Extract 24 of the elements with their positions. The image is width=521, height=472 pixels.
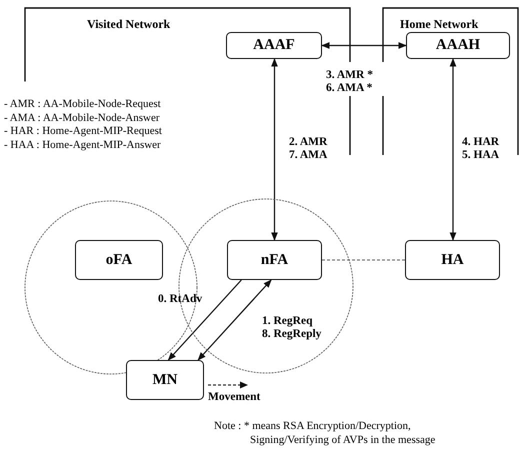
movement-label: Movement: [208, 391, 260, 404]
entity-box: AAAH: [406, 32, 510, 59]
abbreviation-definition: - AMR : AA-Mobile-Node-Request: [4, 98, 162, 112]
network-title: Home Network: [400, 17, 478, 32]
entity-box: nFA: [227, 240, 322, 280]
arrow: [198, 279, 272, 361]
entity-box: AAAF: [226, 32, 322, 59]
abbreviation-definition: - HAA : Home-Agent-MIP-Answer: [4, 138, 162, 152]
entity-box: HA: [405, 240, 500, 280]
footnote: Note : * means RSA Encryption/Decryption, Signing/Verifying of AVPs in the message: [214, 419, 436, 447]
edge-label: 4. HAR 5. HAA: [462, 136, 500, 162]
entity-box: MN: [126, 360, 204, 400]
arrow: [168, 280, 242, 361]
arrow: [321, 42, 407, 49]
arrow: [271, 58, 278, 241]
abbreviation-definition: - HAR : Home-Agent-MIP-Request: [4, 125, 162, 138]
edge-label: 1. RegReq 8. RegReply: [262, 315, 322, 341]
entity-box: oFA: [75, 240, 163, 280]
edge-label: 0. RtAdv: [158, 293, 204, 306]
abbreviation-definition: - AMA : AA-Mobile-Node-Answer: [4, 112, 161, 125]
edge-label: 3. AMR * 6. AMA *: [326, 69, 374, 95]
edge-label: 2. AMR 7. AMA: [289, 136, 328, 162]
network-title: Visited Network: [87, 17, 170, 32]
arrow: [450, 58, 456, 241]
